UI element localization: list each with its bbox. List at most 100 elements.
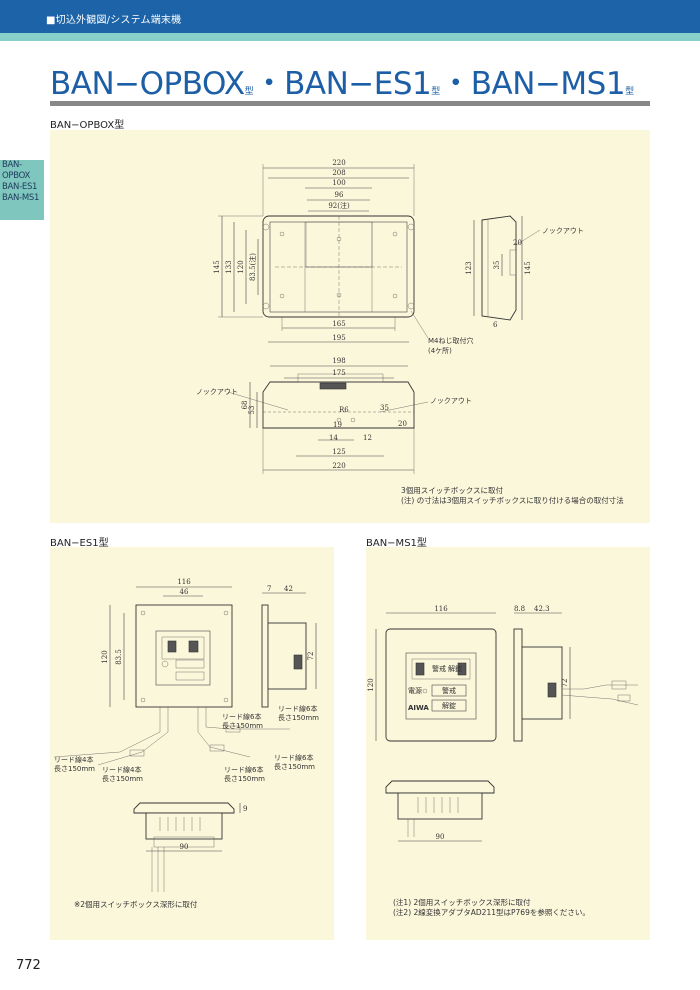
title-part-2: BAN−ES1 [284,66,432,102]
ms1-button-2[interactable] [431,699,467,712]
opbox-bottom-dim: 14 [329,434,338,442]
opbox-dim-left: 120 [237,260,245,273]
ms1-button-2-label: 解錠 [442,701,456,710]
header-bar: ■切込外観図/システム端末機 [0,0,700,33]
es1-lead-c: リード線4本 [54,755,93,764]
side-tab-line: BAN-ES1 [2,182,38,192]
opbox-dim-bottom: 165 [332,320,345,328]
title-part-3: BAN−MS1 [470,66,626,102]
title-rule [50,101,650,106]
opbox-dim-top: 92(注) [328,201,350,210]
opbox-dim-top: 96 [335,191,344,199]
ms1-panel-lamp: 電源 [408,686,422,695]
es1-drawing-panel: 116 46 120 83.5 7 42 72 リード線6本 長さ150mm リ… [50,547,334,940]
ms1-dim: 8.8 [514,605,525,613]
es1-lead-a: リード線6本 [278,704,317,713]
header-stripe [0,33,700,41]
header-category: ■切込外観図/システム端末機 [46,15,182,26]
es1-lead-d: リード線4本 [102,765,141,774]
es1-dim: 9 [243,805,247,813]
ms1-note-2: (注2) 2線変換アダプタAD211型はP769を参照ください。 [393,908,590,917]
es1-dim: 90 [180,843,189,851]
es1-note: ※2個用スイッチボックス深形に取付 [74,900,198,909]
opbox-bottom-dim: 175 [332,369,345,377]
opbox-bottom-dim: 20 [398,420,407,428]
ms1-drawing-panel: 警戒 解錠 電源 警戒 解錠 AIWA 116 120 8.8 42.3 72 [366,547,650,940]
es1-lead-c-length: 長さ150mm [54,765,95,773]
title-separator-2: ・ [440,66,471,102]
ms1-panel-right-top: 解錠 [448,664,462,673]
opbox-drawing: 220 208 100 96 92(注) 145 133 120 83.5(注)… [196,159,584,474]
opbox-side-dim: 123 [465,261,473,274]
ms1-dim: 42.3 [534,605,550,613]
ms1-dim: 116 [434,605,448,613]
side-tab-line: BAN-MS1 [2,193,40,203]
es1-section-label: BAN−ES1型 [50,538,109,549]
es1-dim: 42 [284,585,293,593]
title-suffix-1: 型 [244,87,254,97]
es1-dim: 116 [177,578,191,586]
opbox-dim-left: 133 [225,260,233,273]
es1-lead-e-length: 長さ150mm [224,775,265,783]
opbox-bottom-dim: R6 [339,406,349,414]
title-suffix-3: 型 [625,87,635,97]
es1-drawing: 116 46 120 83.5 7 42 72 リード線6本 長さ150mm リ… [53,578,319,892]
opbox-side-dim: 145 [524,261,532,274]
es1-lead-f: リード線6本 [274,753,313,762]
opbox-side-dim: 6 [493,321,498,329]
es1-dim: 7 [267,585,271,593]
opbox-dim-bottom: 195 [332,334,345,342]
opbox-note-1: 3個用スイッチボックスに取付 [401,486,504,495]
ms1-dim: 72 [561,679,569,688]
opbox-bottom-dim: 53 [248,406,256,415]
opbox-bottom-dim: 12 [363,434,372,442]
opbox-bottom-dim: 125 [332,448,345,456]
side-tab-line: OPBOX [2,171,30,181]
opbox-screw-label: M4ねじ取付穴 [428,336,474,345]
opbox-dim-top: 220 [332,159,345,167]
opbox-section-label: BAN−OPBOX型 [50,120,125,131]
opbox-knockout-right: ノックアウト [430,397,472,405]
opbox-bottom-dim: 35 [380,404,389,412]
ms1-drawing: 警戒 解錠 電源 警戒 解錠 AIWA 116 120 8.8 42.3 72 [367,605,639,842]
ms1-button-1-label: 警戒 [442,686,456,695]
es1-dim: 83.5 [115,649,123,665]
es1-dim: 120 [101,650,109,663]
opbox-note-2: (注) の寸法は3個用スイッチボックスに取り付ける場合の取付寸法 [401,496,624,505]
ms1-note-1: (注1) 2個用スイッチボックス深形に取付 [393,898,531,907]
es1-lead-b-length: 長さ150mm [222,722,263,730]
title-part-1: BAN−OPBOX [50,66,245,102]
opbox-knockout-left: ノックアウト [196,388,238,396]
page-number: 772 [16,958,41,973]
ms1-dim: 120 [367,678,375,691]
opbox-side-dim: 35 [493,261,501,270]
opbox-dim-left: 83.5(注) [248,253,257,281]
opbox-dim-top: 100 [332,179,345,187]
opbox-side-dim: 20 [513,239,522,247]
page-title: BAN−OPBOX型・BAN−ES1型・BAN−MS1型 [50,58,650,108]
opbox-side-knockout: ノックアウト [542,227,584,235]
ms1-section-label: BAN−MS1型 [366,538,427,549]
title-suffix-2: 型 [431,87,441,97]
opbox-drawing-panel: 220 208 100 96 92(注) 145 133 120 83.5(注)… [50,130,650,523]
ms1-brand: AIWA [408,704,429,712]
ms1-button-1[interactable] [431,684,467,697]
opbox-dim-top: 208 [332,169,345,177]
opbox-bottom-dim: 19 [333,421,342,429]
side-tab-line: BAN- [2,160,22,170]
opbox-bottom-dim: 220 [332,462,345,470]
es1-dim: 72 [307,652,315,661]
es1-dim: 46 [180,588,189,596]
ms1-panel-left-top: 警戒 [432,664,446,673]
opbox-bottom-dim: 198 [332,357,345,365]
es1-lead-f-length: 長さ150mm [274,763,315,771]
opbox-bottom-dim: 68 [241,401,249,410]
es1-lead-a-length: 長さ150mm [278,714,319,722]
ms1-dim: 90 [436,833,445,841]
opbox-screw-count: (4ケ所) [428,346,452,355]
opbox-dim-left: 145 [213,260,221,273]
es1-lead-b: リード線6本 [222,712,261,721]
es1-lead-e: リード線6本 [224,765,263,774]
es1-lead-d-length: 長さ150mm [102,775,143,783]
side-index-tab[interactable]: BAN- OPBOX BAN-ES1 BAN-MS1 [0,160,44,220]
